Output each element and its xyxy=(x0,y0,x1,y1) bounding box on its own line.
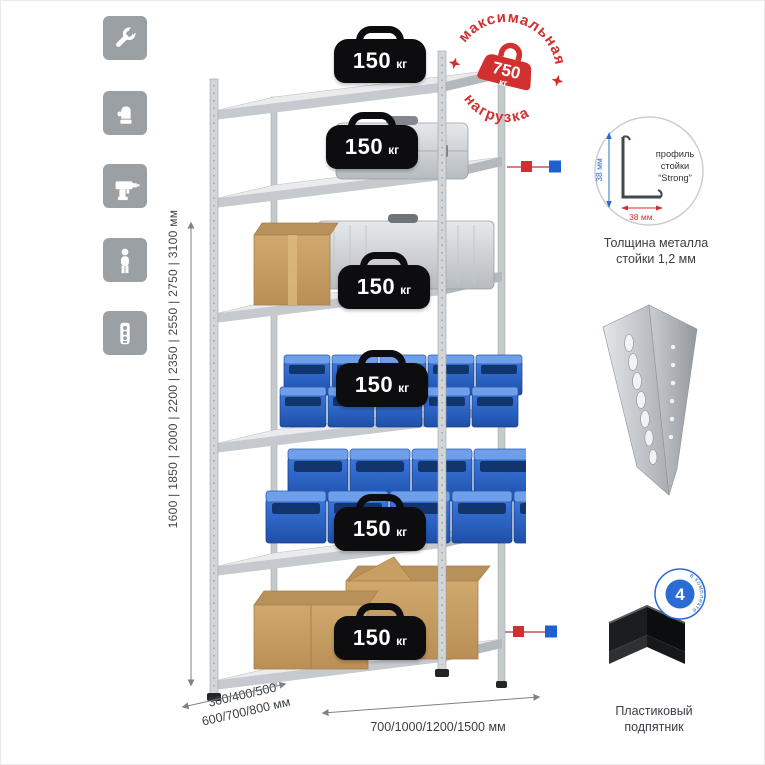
angle-post-image xyxy=(602,304,698,496)
feature-tile-person xyxy=(103,238,147,282)
max-load-stamp: максимальная нагрузка 750 кг xyxy=(448,1,578,134)
plastic-foot-image xyxy=(608,604,686,664)
stamp-arc-bottom: нагрузка xyxy=(457,88,536,133)
shelf-load-badge: 150 кг xyxy=(336,363,428,407)
blue-marker xyxy=(545,625,557,638)
feature-tile-power xyxy=(103,311,147,355)
cardboard-box-shelf3 xyxy=(253,222,339,306)
drill-icon xyxy=(115,181,140,201)
profile-caption: Толщина металла стойки 1,2 мм xyxy=(603,236,709,267)
post-profile-drawing xyxy=(621,135,663,199)
feature-tile-assembly xyxy=(103,16,147,60)
foot-caption: Пластиковый подпятник xyxy=(615,704,693,735)
stamp-unit: кг xyxy=(498,77,509,89)
load-value: 150 xyxy=(352,48,392,73)
profile-label: профиль стойки “Strong” xyxy=(656,149,695,183)
wrench-icon xyxy=(116,26,138,47)
height-dimensions-label: 1600 | 1850 | 2000 | 2200 | 2350 | 2550 … xyxy=(166,209,180,529)
feature-tile-drill xyxy=(103,164,147,208)
shelf-load-badge: 150 кг xyxy=(334,39,426,83)
load-unit: кг xyxy=(396,57,408,71)
star-burst xyxy=(551,74,564,87)
width-dimensions-label: 700/1000/1200/1500 мм xyxy=(370,720,506,734)
shelf-load-badge: 150 кг xyxy=(326,125,418,169)
work-gloves-icon xyxy=(117,106,132,124)
profile-vertical-dimension: 38 мм xyxy=(594,132,612,208)
shelf-load-badge: 150 кг xyxy=(334,507,426,551)
svg-text:профиль: профиль xyxy=(656,149,695,159)
person-icon xyxy=(121,248,129,274)
stamp-weight-icon: 750 кг xyxy=(477,42,532,91)
post-holes xyxy=(668,344,676,440)
badge-count: 4 xyxy=(675,585,685,604)
svg-text:стойки: стойки xyxy=(661,161,689,171)
svg-text:“Strong”: “Strong” xyxy=(658,173,692,183)
blue-marker xyxy=(549,160,561,173)
svg-text:нагрузка: нагрузка xyxy=(457,88,536,133)
star-burst xyxy=(448,57,461,70)
post-slots xyxy=(624,334,658,465)
included-count-badge: в комплекте 4 xyxy=(654,568,706,620)
profile-callout: 38 мм 38 мм. профиль стойки “Strong” xyxy=(594,116,704,226)
feature-tile-gloves xyxy=(103,91,147,135)
shelf-load-badge: 150 кг xyxy=(338,265,430,309)
shelf-load-badge: 150 кг xyxy=(334,616,426,660)
svg-text:38 мм.: 38 мм. xyxy=(629,212,655,222)
svg-text:38 мм: 38 мм xyxy=(594,158,604,182)
power-strip-icon xyxy=(120,322,130,345)
profile-horizontal-dimension: 38 мм. xyxy=(621,205,663,222)
